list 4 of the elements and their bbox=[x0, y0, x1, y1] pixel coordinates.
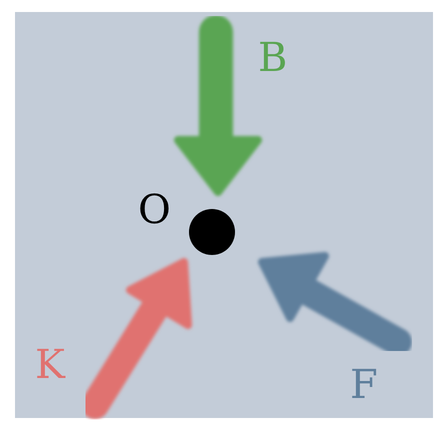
force-label: K bbox=[35, 345, 65, 385]
force-label: B bbox=[258, 38, 288, 78]
point-label: O bbox=[138, 190, 171, 230]
force-label: F bbox=[350, 365, 378, 405]
